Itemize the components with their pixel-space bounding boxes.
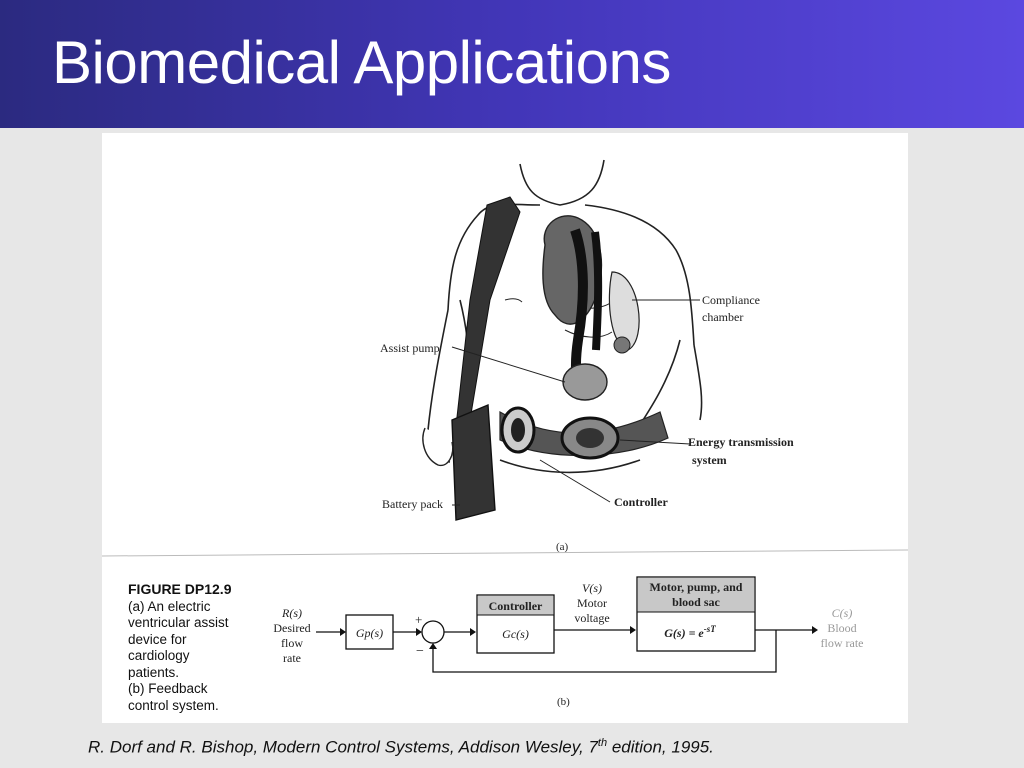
caption-line-7: control system.: [128, 697, 219, 713]
bd-summing-junction: [421, 620, 445, 644]
caption-line-2: ventricular assist: [128, 615, 229, 630]
bd-output-line-1: Blood: [827, 621, 856, 635]
label-compliance-2: chamber: [702, 310, 743, 324]
slide-title: Biomedical Applications: [52, 29, 671, 96]
caption-line-3: device for: [128, 631, 187, 647]
citation-sup: th: [597, 737, 608, 749]
bd-input-line-2: flow: [281, 636, 303, 650]
block-diagram: R(s) Desired flow rate Gp(s) + − Control…: [273, 576, 864, 708]
label-energy-1: Energy transmission: [688, 435, 794, 449]
bd-controller-tf: Gc(s): [502, 627, 529, 641]
bd-plant-tf-exp: -sT: [704, 624, 716, 634]
shoulder-strap: [454, 196, 521, 437]
caption-line-6: (b) Feedback: [128, 681, 208, 696]
label-assist-pump: Assist pump: [380, 341, 440, 355]
bd-output-symbol: C(s): [832, 606, 853, 620]
bd-input-line-3: rate: [283, 651, 301, 665]
bd-plant-title-2: blood sac: [672, 595, 720, 609]
bd-plus-sign: +: [415, 612, 422, 627]
slide-header: [0, 0, 1024, 128]
label-energy-2: system: [692, 453, 727, 467]
assist-pump-illustration: [562, 363, 608, 401]
bd-feedback-path: [432, 630, 777, 673]
bd-prefilter-block: [345, 614, 394, 650]
bd-input-symbol: R(s): [281, 606, 302, 620]
label-panel-b: (b): [557, 696, 570, 708]
citation: R. Dorf and R. Bishop, Modern Control Sy…: [88, 737, 714, 758]
label-controller: Controller: [614, 495, 668, 509]
citation-text: R. Dorf and R. Bishop, Modern Control Sy…: [88, 737, 598, 757]
scan-separator: [101, 549, 909, 557]
bd-minus-sign: −: [416, 644, 424, 659]
bd-signal-symbol: V(s): [582, 581, 602, 595]
label-compliance-1: Compliance: [702, 293, 760, 307]
figure-caption: FIGURE DP12.9 (a) An electric ventricula…: [128, 581, 258, 714]
bd-output-line-2: flow rate: [821, 636, 864, 650]
bd-plant-tf-base: G(s) = e: [664, 626, 704, 640]
bd-prefilter-tf: Gp(s): [356, 626, 383, 640]
bd-input-line-1: Desired: [273, 621, 310, 635]
caption-heading: FIGURE DP12.9: [128, 581, 232, 597]
caption-line-1: (a) An electric: [128, 598, 211, 614]
caption-line-4: cardiology: [128, 648, 190, 663]
bd-plant-tf: G(s) = e-sT: [664, 624, 716, 640]
caption-line-5: patients.: [128, 664, 180, 680]
bd-controller-title: Controller: [489, 599, 543, 613]
citation-tail: edition, 1995.: [607, 737, 714, 757]
bd-signal-line-1: Motor: [577, 596, 607, 610]
leader-lines: [451, 299, 700, 506]
label-panel-a: (a): [556, 541, 569, 553]
bd-plant-title-1: Motor, pump, and: [650, 580, 743, 594]
label-battery-pack: Battery pack: [382, 497, 443, 511]
battery-pack-illustration: [451, 403, 496, 521]
bd-signal-line-2: voltage: [574, 611, 609, 625]
